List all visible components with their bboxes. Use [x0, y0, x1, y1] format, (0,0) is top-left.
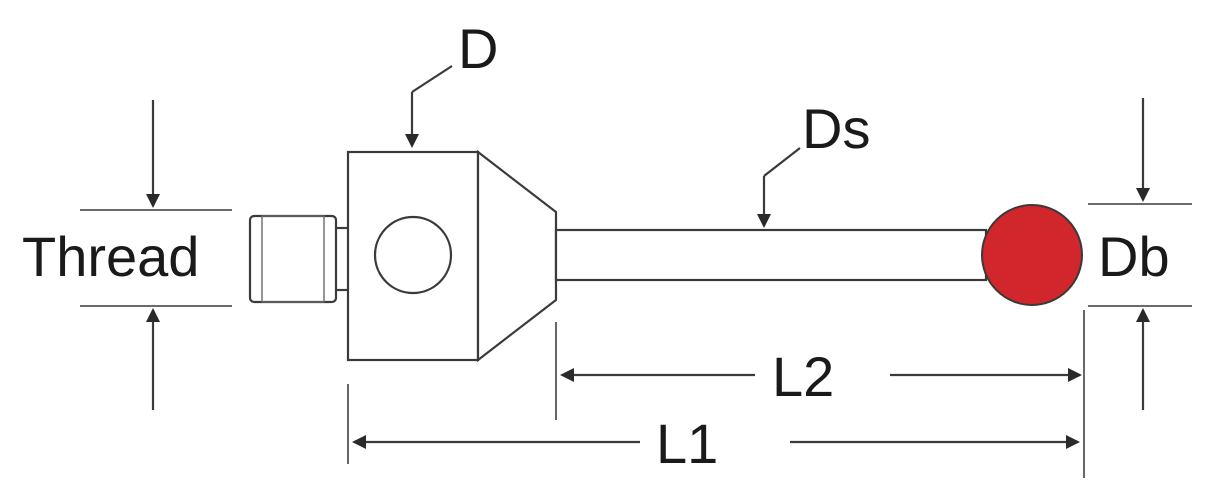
db-label: Db	[1098, 225, 1170, 288]
stylus-ball	[981, 204, 1083, 306]
stylus-stem	[554, 228, 988, 282]
ds-label: Ds	[802, 97, 870, 160]
thread-label: Thread	[22, 225, 199, 288]
body-hole	[373, 215, 453, 295]
d-leader	[405, 65, 453, 148]
d-label: D	[458, 17, 498, 80]
stylus-cone	[476, 149, 558, 363]
ds-leader	[757, 147, 801, 228]
thread-dimension	[80, 100, 232, 410]
l1-label: L1	[656, 412, 718, 475]
db-dimension	[1088, 98, 1192, 410]
l2-label: L2	[772, 345, 834, 408]
stylus-body	[346, 150, 480, 362]
thread-section	[248, 214, 350, 304]
